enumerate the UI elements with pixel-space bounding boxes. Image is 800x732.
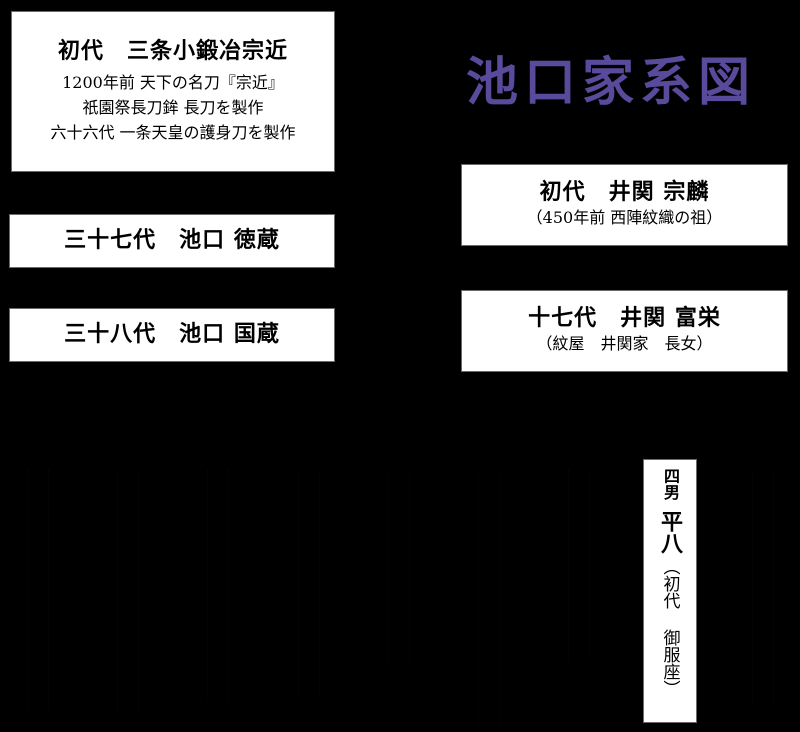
faint-child-column — [207, 470, 229, 700]
ancestor-box-sanjo-kokaji-munechika: 初代 三条小鍛冶宗近 1200年前 天下の名刀『宗近』 祇園祭長刀鉾 長刀を製作… — [11, 11, 335, 172]
faint-child-column — [27, 470, 49, 710]
page-title: 池口家系図 — [466, 52, 757, 113]
ancestor-name: 三十七代 池口 徳蔵 — [64, 227, 280, 254]
faint-child-column — [752, 470, 774, 705]
faint-child-column — [478, 470, 500, 725]
ancestor-box-iseki-sorin: 初代 井関 宗麟 （450年前 西陣紋織の祖） — [461, 164, 788, 246]
ancestor-name: 初代 井関 宗麟 — [539, 178, 710, 205]
ancestor-box-iseki-tomie: 十七代 井関 富栄 （紋屋 井関家 長女） — [461, 290, 788, 372]
child-role: 四男 — [661, 468, 680, 500]
ancestor-box-ikeguchi-tokuzo: 三十七代 池口 徳蔵 — [9, 214, 335, 268]
faint-child-column — [388, 470, 410, 665]
child-name: 平八 — [657, 510, 683, 554]
faint-child-column — [568, 470, 590, 660]
ancestor-note: （紋屋 井関家 長女） — [536, 334, 713, 354]
ancestor-note-line: 1200年前 天下の名刀『宗近』 — [62, 73, 284, 93]
child-note: （初代 御服座） — [659, 558, 680, 697]
ancestor-name: 初代 三条小鍛冶宗近 — [57, 37, 288, 64]
ancestor-name: 三十八代 池口 国蔵 — [64, 321, 280, 348]
faint-child-column — [117, 470, 139, 715]
ancestor-note-line: 祇園祭長刀鉾 長刀を製作 — [82, 97, 264, 117]
ancestor-box-ikeguchi-kunizo: 三十八代 池口 国蔵 — [9, 308, 335, 362]
ancestor-note: （450年前 西陣紋織の祖） — [526, 208, 723, 228]
child-card-heihachi: 四男 平八 （初代 御服座） — [643, 459, 697, 723]
faint-child-column — [298, 470, 320, 695]
ancestor-note-line: 六十六代 一条天皇の護身刀を製作 — [50, 122, 296, 142]
ancestor-name: 十七代 井関 富栄 — [528, 304, 721, 331]
